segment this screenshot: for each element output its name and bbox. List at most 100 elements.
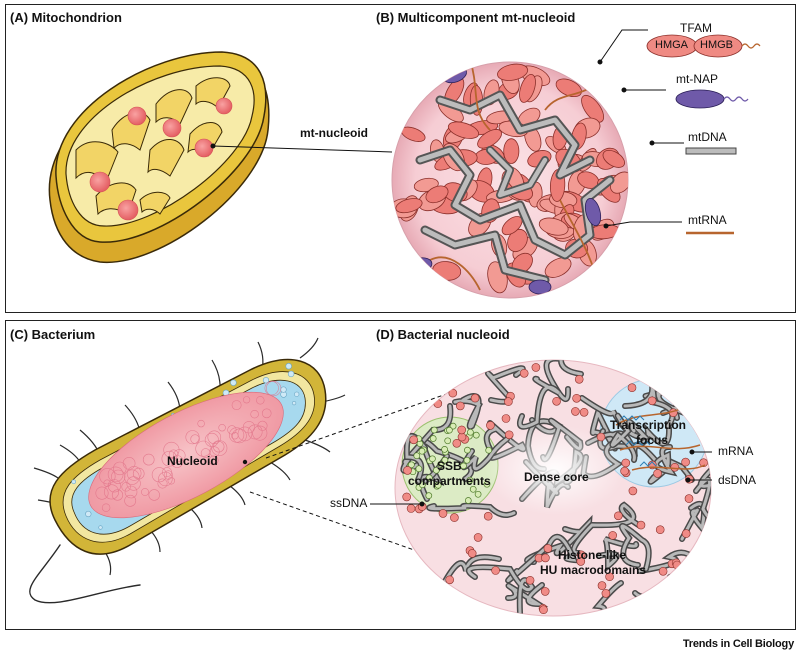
ribosome xyxy=(280,386,287,393)
hu-protein xyxy=(486,421,495,430)
dna-coil xyxy=(264,381,279,396)
hu-protein xyxy=(608,531,618,540)
hu-label-line2: HU macrodomains xyxy=(540,563,647,577)
dna-coil xyxy=(250,410,259,419)
ssb-protein xyxy=(467,428,474,436)
mrna-label: mRNA xyxy=(718,444,754,458)
dna-coil xyxy=(257,420,268,431)
dsdna-loop-core xyxy=(506,583,544,606)
protein-blob xyxy=(447,121,480,139)
hu-protein xyxy=(448,388,458,398)
dna-coil xyxy=(237,426,253,442)
ssb-label-line1: SSB xyxy=(437,459,462,473)
dsdna-loop xyxy=(672,379,711,421)
hu-protein xyxy=(543,544,553,553)
protein-blob xyxy=(507,228,528,253)
hu-protein xyxy=(402,492,412,502)
dna-coil xyxy=(232,428,247,444)
panel-d-title: (D) Bacterial nucleoid xyxy=(376,327,510,342)
hu-protein xyxy=(504,430,514,440)
ssb-protein xyxy=(408,461,415,469)
protein-blob xyxy=(395,198,423,214)
protein-blob xyxy=(555,78,582,98)
dsdna-loop-core xyxy=(674,380,711,420)
mtdna-legend-strand xyxy=(685,147,737,155)
mtdna-label: mtDNA xyxy=(688,130,727,144)
mt-nap-label: mt-NAP xyxy=(676,72,718,86)
hu-protein xyxy=(445,575,455,585)
ssb-protein xyxy=(444,437,452,445)
protein-blob xyxy=(581,94,605,123)
bacterial-nucleoid xyxy=(394,359,712,617)
pilus xyxy=(104,551,112,576)
protein-blob xyxy=(538,217,569,236)
hu-protein xyxy=(504,397,513,406)
hmga-label: HMGA xyxy=(655,39,688,51)
hu-protein xyxy=(540,587,550,596)
ribosome xyxy=(71,479,76,485)
ssb-protein xyxy=(441,446,448,453)
ribosome xyxy=(285,363,292,370)
hu-protein xyxy=(473,533,483,542)
dna-coil xyxy=(207,430,222,445)
hu-protein xyxy=(531,363,541,372)
hu-protein xyxy=(572,393,581,403)
hu-protein xyxy=(658,566,668,576)
ssb-protein xyxy=(415,465,423,473)
hu-protein xyxy=(601,589,611,598)
dna-coil xyxy=(218,424,226,432)
dna-coil xyxy=(95,486,109,500)
ssb-protein xyxy=(464,497,472,504)
ssb-protein xyxy=(418,447,426,455)
dna-coil xyxy=(126,476,141,491)
dna-coil xyxy=(122,456,136,470)
dna-coil xyxy=(99,468,116,485)
hu-protein xyxy=(576,557,586,566)
hu-protein xyxy=(539,605,548,615)
dna-coil xyxy=(142,453,155,466)
dna-coil xyxy=(162,467,173,478)
dna-coil xyxy=(103,479,111,487)
pilus xyxy=(229,485,246,506)
ssb-protein xyxy=(429,435,437,442)
protein-blob xyxy=(519,74,536,103)
dna-coil xyxy=(261,408,272,419)
ribosome xyxy=(294,391,300,397)
ssb-protein xyxy=(483,480,491,488)
dna-coil xyxy=(252,425,268,441)
hu-protein xyxy=(628,486,638,496)
dna-coil xyxy=(167,477,176,485)
dsdna-loop-core xyxy=(572,503,642,555)
dna-coil xyxy=(247,424,263,440)
ssb-protein xyxy=(485,446,493,454)
hu-protein xyxy=(579,407,589,417)
mt-nucleoid-sphere xyxy=(391,61,629,299)
hu-protein xyxy=(605,572,614,582)
hu-protein xyxy=(525,575,535,585)
ribosome xyxy=(98,525,103,530)
dna-coil xyxy=(141,488,149,496)
hu-label-line1: Histone-like xyxy=(558,548,627,562)
hu-protein xyxy=(653,469,662,478)
ssb-protein xyxy=(472,431,480,439)
ssb-protein xyxy=(446,426,453,434)
protein-blob xyxy=(610,171,628,194)
tfam-label: TFAM xyxy=(680,21,712,35)
dna-coil xyxy=(111,489,124,501)
hu-protein xyxy=(699,458,708,468)
dna-coil xyxy=(148,489,160,501)
hu-protein xyxy=(541,553,550,563)
dna-coil xyxy=(101,503,111,512)
ssb-protein xyxy=(429,455,436,463)
protein-blob xyxy=(497,63,529,81)
hu-protein xyxy=(519,368,529,378)
ssb-protein xyxy=(466,476,474,484)
hu-protein xyxy=(621,458,631,468)
bacterium xyxy=(29,337,346,604)
protein-blob xyxy=(544,257,572,278)
dna-coil xyxy=(227,425,237,435)
dna-coil xyxy=(124,494,137,507)
dna-coil xyxy=(168,449,179,460)
dna-coil xyxy=(124,485,138,499)
